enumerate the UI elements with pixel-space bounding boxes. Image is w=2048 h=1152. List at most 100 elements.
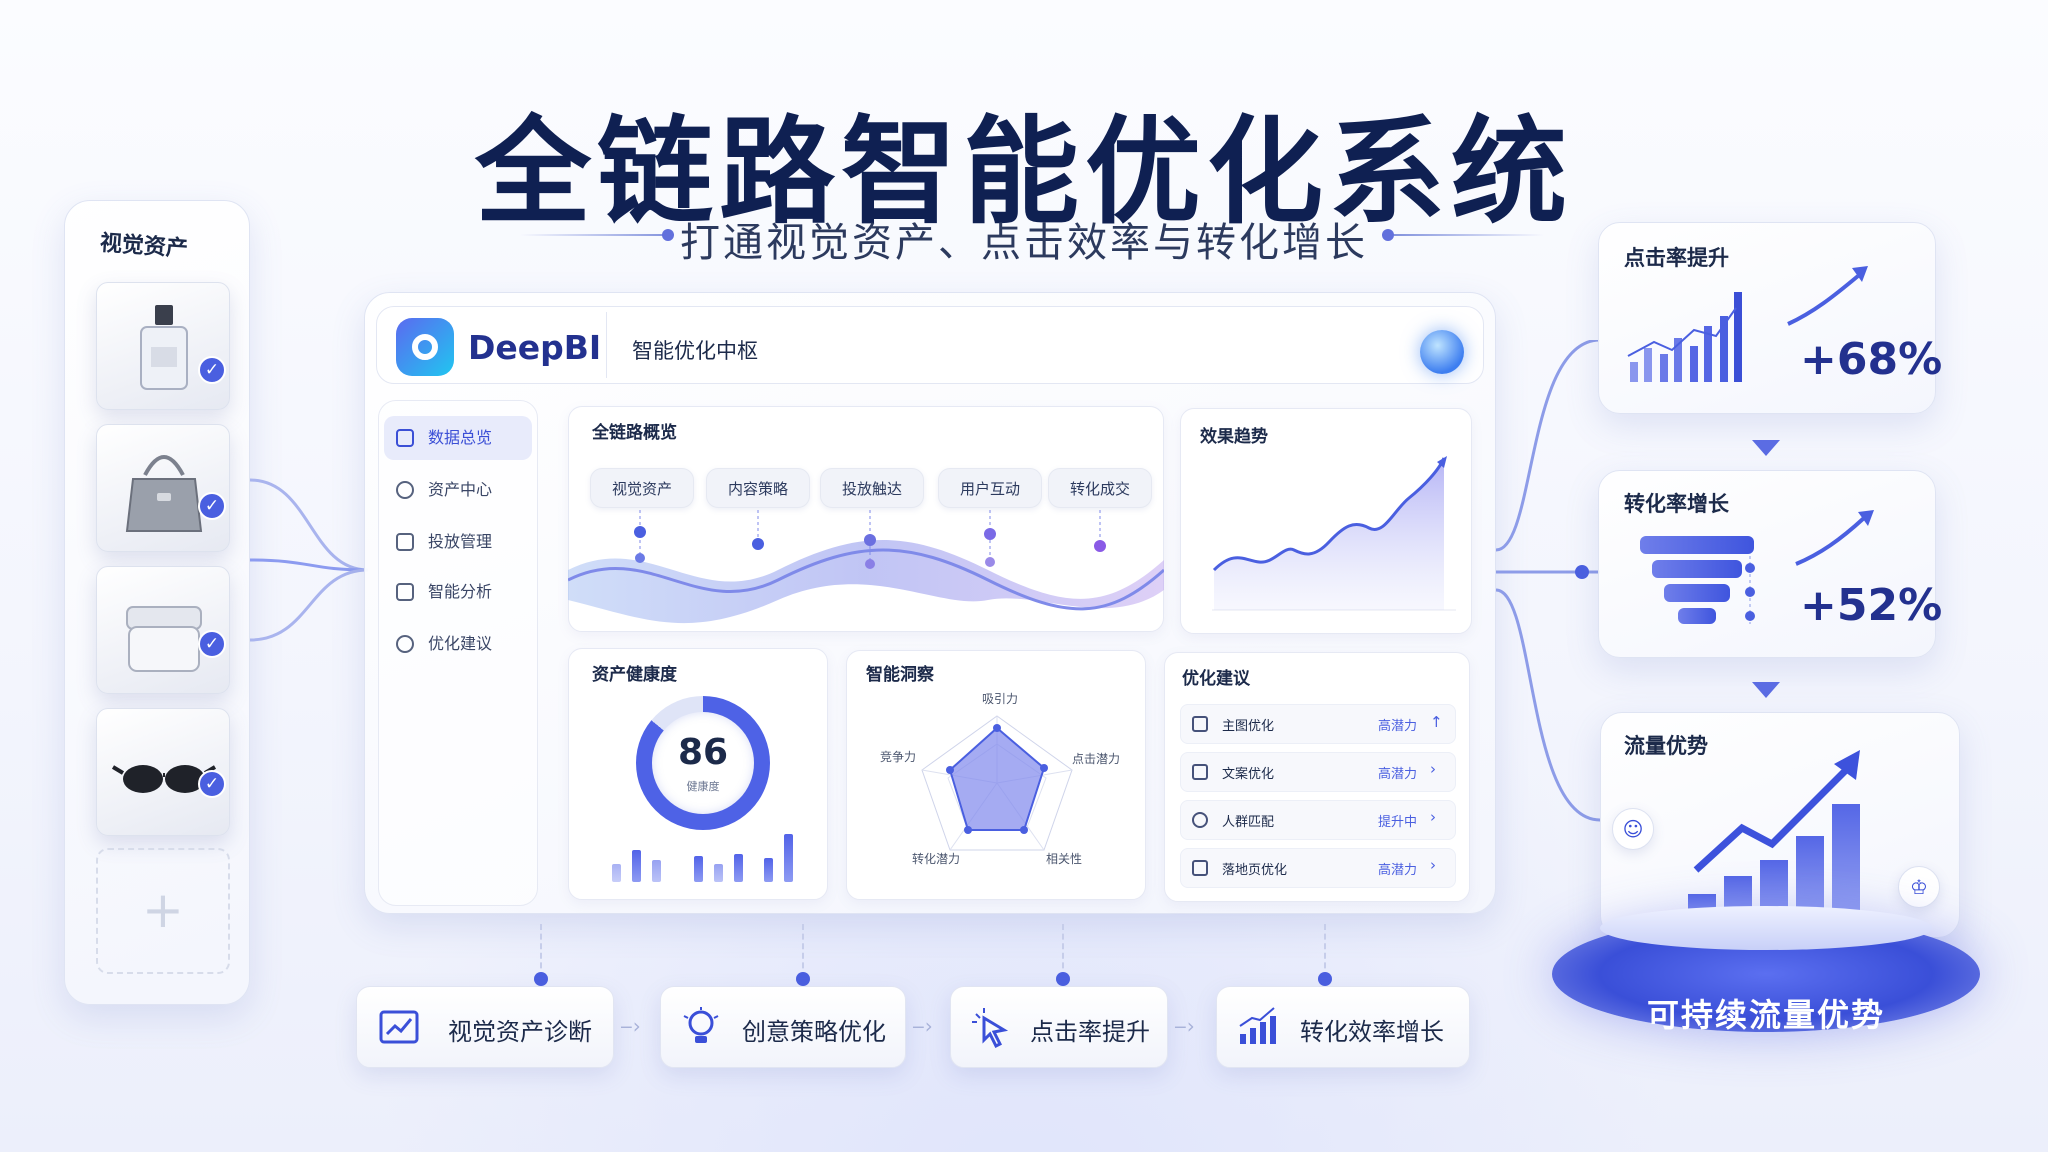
user-icon: ☺ xyxy=(1612,808,1654,850)
funnel-layer xyxy=(1678,608,1716,624)
bar-growth-icon xyxy=(1236,1006,1278,1048)
subtitle-dot-left xyxy=(662,229,674,241)
overview-wave xyxy=(568,510,1164,624)
app-topbar xyxy=(376,306,1484,384)
stage-ad-reach[interactable]: 投放触达 xyxy=(820,468,924,508)
ctr-metric-card xyxy=(1598,222,1936,414)
suggestion-label: 文案优化 xyxy=(1222,767,1275,782)
health-bar xyxy=(714,864,723,882)
radar-label-competition: 竞争力 xyxy=(880,750,917,764)
check-icon: ✓ xyxy=(198,630,226,658)
handbag-icon xyxy=(125,455,203,532)
asset-thumb-perfume[interactable] xyxy=(96,282,230,410)
health-bar xyxy=(734,854,743,882)
subtitle-dot-right xyxy=(1382,229,1394,241)
connector-line xyxy=(1062,924,1064,978)
connector-dot xyxy=(534,972,548,986)
target-icon xyxy=(396,481,414,499)
arrow-up-icon: ↑ xyxy=(1430,713,1443,731)
cvr-metric-title: 转化率增长 xyxy=(1624,492,1729,516)
health-bar xyxy=(764,858,773,882)
health-bar xyxy=(632,850,641,882)
health-gauge-center xyxy=(652,712,754,814)
sidebar-item-assets[interactable]: 资产中心 xyxy=(428,480,493,499)
traffic-pedestal-top xyxy=(1600,906,1932,950)
visual-assets-title: 视觉资产 xyxy=(99,230,189,263)
ai-orb-icon[interactable] xyxy=(1420,330,1464,374)
asset-thumb-cream[interactable] xyxy=(96,566,230,694)
check-icon: ✓ xyxy=(198,770,226,798)
suggestion-row[interactable] xyxy=(1180,848,1456,888)
page-icon xyxy=(1192,860,1208,876)
perfume-icon xyxy=(140,305,188,390)
suggestions-title: 优化建议 xyxy=(1182,669,1250,689)
add-asset-button[interactable]: + xyxy=(96,848,230,974)
overview-title: 全链路概览 xyxy=(592,423,677,443)
sidebar-item-analysis[interactable]: 智能分析 xyxy=(428,582,493,601)
step-ctr-boost[interactable] xyxy=(950,986,1168,1068)
radar-label-click: 点击潜力 xyxy=(1072,752,1121,766)
sidebar-item-ads[interactable]: 投放管理 xyxy=(428,532,493,551)
flow-lines-right xyxy=(1496,340,1600,822)
flow-lines-left xyxy=(250,478,369,642)
users-icon xyxy=(1192,812,1208,828)
lightbulb-icon xyxy=(680,1006,722,1048)
page-subtitle: 打通视觉资产、点击效率与转化增长 xyxy=(680,220,1368,266)
health-bar xyxy=(694,856,703,882)
step-label: 转化效率增长 xyxy=(1300,1018,1444,1046)
chart-monitor-icon xyxy=(378,1006,420,1048)
health-title: 资产健康度 xyxy=(592,665,677,685)
checklist-icon xyxy=(396,533,414,551)
step-visual-diagnosis[interactable] xyxy=(356,986,614,1068)
step-conversion-growth[interactable] xyxy=(1216,986,1470,1068)
asset-thumb-handbag[interactable] xyxy=(96,424,230,552)
stage-visual-assets[interactable]: 视觉资产 xyxy=(590,468,694,508)
ctr-metric-value: +68% xyxy=(1800,334,1943,385)
step-arrow: ‒› xyxy=(620,1014,641,1038)
suggestion-row[interactable] xyxy=(1180,704,1456,744)
step-creative-strategy[interactable] xyxy=(660,986,906,1068)
hub-title: 智能优化中枢 xyxy=(632,339,758,363)
health-bar xyxy=(784,834,793,882)
connector-line xyxy=(802,924,804,978)
suggestion-row[interactable] xyxy=(1180,752,1456,792)
subtitle-line-right xyxy=(1394,234,1544,236)
crown-icon: ♔ xyxy=(1898,866,1940,908)
check-icon: ✓ xyxy=(198,492,226,520)
brand-name: DeepBI xyxy=(468,328,602,367)
chevron-right-icon: › xyxy=(1430,856,1436,874)
sunglasses-icon xyxy=(111,765,217,793)
connector-line xyxy=(1324,924,1326,978)
radar-label-relevance: 相关性 xyxy=(1046,852,1083,866)
step-arrow: ‒› xyxy=(1174,1014,1195,1038)
deepbi-logo-ring xyxy=(412,334,438,360)
connector-dot xyxy=(1056,972,1070,986)
insight-title: 智能洞察 xyxy=(866,665,934,685)
sidebar-item-suggestions[interactable]: 优化建议 xyxy=(428,634,493,653)
stage-content-strategy[interactable]: 内容策略 xyxy=(706,468,810,508)
step-arrow: ‒› xyxy=(912,1014,933,1038)
stage-conversion[interactable]: 转化成交 xyxy=(1048,468,1152,508)
connector-dot xyxy=(1318,972,1332,986)
suggestion-row[interactable] xyxy=(1180,800,1456,840)
trend-chart xyxy=(1212,456,1456,611)
chevron-right-icon: › xyxy=(1430,808,1436,826)
ctr-metric-title: 点击率提升 xyxy=(1624,246,1729,270)
funnel-layer xyxy=(1652,560,1742,578)
topbar-divider xyxy=(606,312,607,378)
dashboard-icon xyxy=(396,429,414,447)
asset-thumb-sunglasses[interactable] xyxy=(96,708,230,836)
stage-user-engagement[interactable]: 用户互动 xyxy=(938,468,1042,508)
traffic-bar-chart xyxy=(1688,750,1860,924)
document-icon xyxy=(1192,764,1208,780)
sidebar-item-overview[interactable]: 数据总览 xyxy=(384,416,532,460)
health-score: 86 xyxy=(677,732,729,773)
insight-radar xyxy=(921,715,1073,851)
traffic-badge: 可持续流量优势 xyxy=(1646,996,1885,1034)
page-title: 全链路智能优化系统 xyxy=(475,105,1573,240)
suggestion-label: 人群匹配 xyxy=(1222,815,1275,830)
trend-title: 效果趋势 xyxy=(1200,427,1268,447)
funnel-layer xyxy=(1664,584,1730,602)
connector-line xyxy=(540,924,542,978)
funnel-layer xyxy=(1640,536,1754,554)
